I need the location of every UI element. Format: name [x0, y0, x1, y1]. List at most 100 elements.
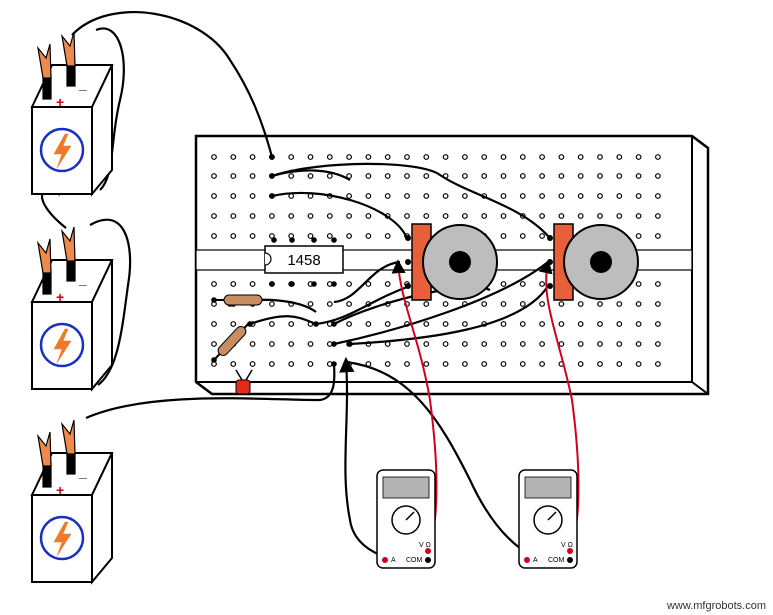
breadboard-hole[interactable]: [616, 154, 623, 160]
meter-v-jack[interactable]: [567, 548, 573, 554]
breadboard-hole[interactable]: [481, 301, 488, 307]
breadboard-hole[interactable]: [519, 154, 526, 160]
breadboard-hole[interactable]: [442, 361, 449, 367]
breadboard-hole[interactable]: [346, 233, 353, 239]
breadboard-hole[interactable]: [577, 173, 584, 179]
breadboard-hole[interactable]: [384, 361, 391, 367]
breadboard-hole[interactable]: [558, 154, 565, 160]
breadboard-hole[interactable]: [404, 213, 410, 219]
breadboard-hole[interactable]: [597, 154, 603, 160]
breadboard-hole[interactable]: [423, 321, 430, 327]
breadboard-hole[interactable]: [597, 341, 603, 347]
breadboard-hole[interactable]: [655, 193, 661, 199]
breadboard-hole[interactable]: [539, 341, 545, 347]
breadboard-hole[interactable]: [211, 321, 217, 327]
breadboard-hole[interactable]: [404, 193, 410, 199]
breadboard-hole[interactable]: [249, 193, 256, 199]
breadboard-hole[interactable]: [577, 213, 584, 219]
breadboard-hole[interactable]: [481, 173, 488, 179]
breadboard-hole[interactable]: [288, 321, 295, 327]
breadboard-hole[interactable]: [539, 321, 545, 327]
breadboard-hole[interactable]: [655, 321, 661, 327]
breadboard-hole[interactable]: [423, 173, 430, 179]
breadboard-hole[interactable]: [269, 301, 275, 307]
breadboard-hole[interactable]: [423, 213, 430, 219]
breadboard-hole[interactable]: [519, 301, 526, 307]
breadboard-hole[interactable]: [635, 301, 642, 307]
breadboard-hole[interactable]: [655, 233, 661, 239]
breadboard-hole[interactable]: [384, 321, 391, 327]
breadboard-hole[interactable]: [635, 321, 642, 327]
breadboard-hole[interactable]: [307, 361, 314, 367]
breadboard-hole[interactable]: [288, 154, 295, 160]
breadboard-hole[interactable]: [558, 301, 565, 307]
breadboard-hole[interactable]: [519, 233, 526, 239]
breadboard-hole[interactable]: [500, 173, 507, 179]
breadboard-hole[interactable]: [404, 173, 410, 179]
breadboard-hole[interactable]: [655, 281, 661, 287]
breadboard-hole[interactable]: [249, 154, 256, 160]
breadboard-hole[interactable]: [519, 281, 526, 287]
breadboard-hole[interactable]: [326, 233, 333, 239]
breadboard-hole[interactable]: [230, 233, 237, 239]
breadboard-hole[interactable]: [326, 301, 333, 307]
breadboard-hole[interactable]: [462, 321, 468, 327]
meter-a-jack[interactable]: [524, 557, 530, 563]
breadboard-hole[interactable]: [519, 321, 526, 327]
breadboard-hole[interactable]: [211, 281, 217, 287]
breadboard-hole[interactable]: [326, 213, 333, 219]
breadboard-hole[interactable]: [365, 213, 372, 219]
breadboard-hole[interactable]: [500, 301, 507, 307]
breadboard-hole[interactable]: [462, 193, 468, 199]
breadboard-hole[interactable]: [346, 301, 353, 307]
breadboard-hole[interactable]: [462, 173, 468, 179]
breadboard-hole[interactable]: [249, 233, 256, 239]
breadboard-hole[interactable]: [211, 213, 217, 219]
breadboard-hole[interactable]: [442, 213, 449, 219]
breadboard-hole[interactable]: [423, 193, 430, 199]
breadboard-hole[interactable]: [307, 233, 314, 239]
breadboard-hole[interactable]: [211, 193, 217, 199]
breadboard-hole[interactable]: [365, 173, 372, 179]
breadboard-hole[interactable]: [519, 173, 526, 179]
breadboard-hole[interactable]: [616, 341, 623, 347]
breadboard-hole[interactable]: [269, 361, 275, 367]
breadboard-hole[interactable]: [481, 213, 488, 219]
breadboard-hole[interactable]: [539, 301, 545, 307]
breadboard-hole[interactable]: [384, 154, 391, 160]
breadboard-hole[interactable]: [230, 213, 237, 219]
breadboard-hole[interactable]: [230, 361, 237, 367]
breadboard-hole[interactable]: [539, 233, 545, 239]
breadboard-hole[interactable]: [307, 301, 314, 307]
breadboard-hole[interactable]: [635, 341, 642, 347]
breadboard-hole[interactable]: [249, 173, 256, 179]
breadboard-hole[interactable]: [558, 193, 565, 199]
breadboard-hole[interactable]: [384, 281, 391, 287]
breadboard-hole[interactable]: [442, 301, 449, 307]
breadboard-hole[interactable]: [307, 341, 314, 347]
breadboard-hole[interactable]: [577, 154, 584, 160]
breadboard-hole[interactable]: [597, 301, 603, 307]
breadboard-hole[interactable]: [269, 213, 275, 219]
breadboard-hole[interactable]: [462, 341, 468, 347]
breadboard-hole[interactable]: [655, 301, 661, 307]
breadboard-hole[interactable]: [519, 341, 526, 347]
breadboard-hole[interactable]: [597, 361, 603, 367]
breadboard-hole[interactable]: [346, 321, 353, 327]
breadboard-hole[interactable]: [423, 341, 430, 347]
breadboard-hole[interactable]: [462, 213, 468, 219]
breadboard-hole[interactable]: [539, 281, 545, 287]
breadboard-hole[interactable]: [365, 154, 372, 160]
breadboard-hole[interactable]: [577, 321, 584, 327]
breadboard-hole[interactable]: [539, 193, 545, 199]
breadboard-hole[interactable]: [288, 341, 295, 347]
breadboard-hole[interactable]: [384, 193, 391, 199]
breadboard-hole[interactable]: [500, 154, 507, 160]
breadboard-hole[interactable]: [384, 173, 391, 179]
breadboard-hole[interactable]: [307, 173, 314, 179]
breadboard-hole[interactable]: [635, 154, 642, 160]
breadboard-hole[interactable]: [384, 233, 391, 239]
breadboard-hole[interactable]: [442, 154, 449, 160]
breadboard-hole[interactable]: [423, 301, 430, 307]
breadboard-hole[interactable]: [577, 301, 584, 307]
